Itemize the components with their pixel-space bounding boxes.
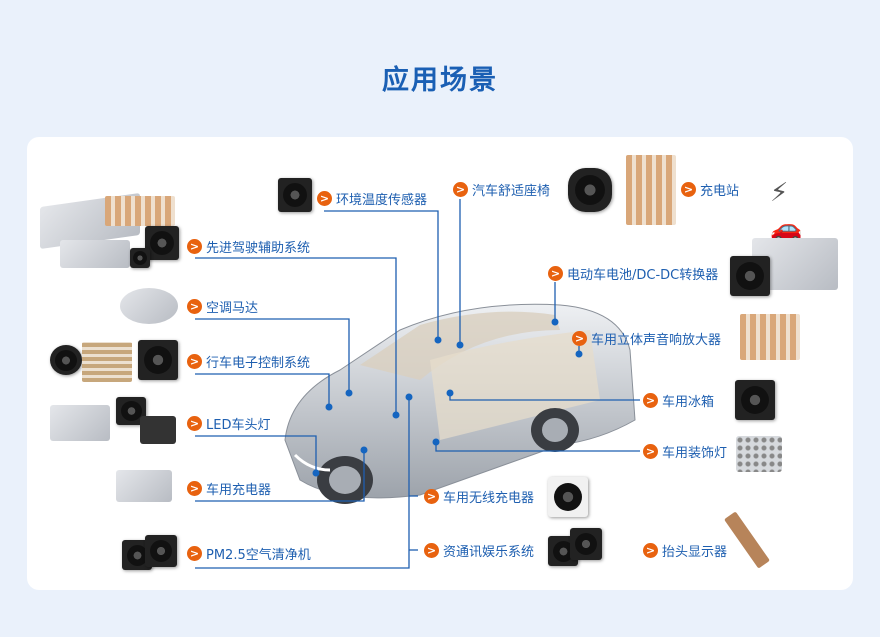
adas-fan-small-image	[130, 248, 150, 268]
label-infotainment[interactable]: >资通讯娱乐系统	[424, 541, 535, 560]
label-pm25-purifier[interactable]: >PM2.5空气清净机	[187, 544, 311, 563]
infotainment-fan-image-1	[548, 536, 578, 566]
infotainment-fan-image-2	[570, 528, 602, 560]
ecu-fan-image	[138, 340, 178, 380]
ecu-blower-image	[50, 345, 82, 375]
charging-station-icon: ⚡🚗	[770, 178, 803, 244]
label-text: LED车头灯	[206, 417, 271, 433]
chevron-right-icon: >	[187, 353, 202, 369]
label-led-headlight[interactable]: >LED车头灯	[187, 414, 271, 433]
label-text: 车用充电器	[206, 482, 272, 498]
chevron-right-icon: >	[187, 480, 202, 496]
label-car-charger[interactable]: >车用充电器	[187, 479, 272, 498]
label-text: 充电站	[700, 183, 740, 199]
fridge-fan-image	[735, 380, 775, 420]
chevron-right-icon: >	[548, 265, 563, 281]
ac-motor-image	[120, 288, 178, 324]
label-text: 车用装饰灯	[662, 445, 728, 461]
chevron-right-icon: >	[424, 488, 439, 504]
page-title: 应用场景	[382, 65, 498, 96]
label-text: 车用无线充电器	[443, 490, 535, 506]
label-hud[interactable]: >抬头显示器	[643, 541, 728, 560]
chevron-right-icon: >	[643, 542, 658, 558]
label-text: 先进驾驶辅助系统	[206, 240, 311, 256]
label-text: 资通讯娱乐系统	[443, 544, 535, 560]
seat-heater-image	[626, 155, 676, 225]
decor-light-image	[736, 436, 782, 472]
label-env-temp-sensor[interactable]: >环境温度传感器	[317, 189, 428, 208]
chevron-right-icon: >	[643, 443, 658, 459]
label-text: 电动车电池/DC-DC转换器	[567, 267, 719, 283]
label-text: 空调马达	[206, 300, 259, 316]
charger-heatsink-image	[116, 470, 172, 502]
adas-bracket-image	[60, 240, 130, 268]
chevron-right-icon: >	[187, 238, 202, 254]
label-text: 环境温度传感器	[336, 192, 428, 208]
chevron-right-icon: >	[187, 415, 202, 431]
label-text: 抬头显示器	[662, 544, 728, 560]
adas-fan-image	[145, 226, 179, 260]
chevron-right-icon: >	[572, 330, 587, 346]
chevron-right-icon: >	[317, 190, 332, 206]
label-comfort-seat[interactable]: >汽车舒适座椅	[453, 180, 551, 199]
label-adas[interactable]: >先进驾驶辅助系统	[187, 237, 311, 256]
label-text: 行车电子控制系统	[206, 355, 311, 371]
label-wireless-charger[interactable]: >车用无线充电器	[424, 487, 535, 506]
label-ecu[interactable]: >行车电子控制系统	[187, 352, 311, 371]
ecu-heatsink-image	[82, 342, 132, 382]
chevron-right-icon: >	[187, 545, 202, 561]
wireless-charger-blower-image	[548, 477, 588, 517]
label-car-fridge[interactable]: >车用冰箱	[643, 391, 715, 410]
seat-blower-image	[568, 168, 612, 212]
led-module-image	[140, 416, 176, 444]
amplifier-image	[740, 314, 800, 360]
chevron-right-icon: >	[681, 181, 696, 197]
pm25-fan-image-2	[145, 535, 177, 567]
label-ac-motor[interactable]: >空调马达	[187, 297, 259, 316]
label-text: 车用立体声音响放大器	[591, 332, 722, 348]
label-text: 汽车舒适座椅	[472, 183, 551, 199]
chevron-right-icon: >	[643, 392, 658, 408]
label-text: 车用冰箱	[662, 394, 715, 410]
led-heatsink-image	[50, 405, 110, 441]
label-text: PM2.5空气清净机	[206, 547, 311, 563]
battery-fan-image	[730, 256, 770, 296]
chevron-right-icon: >	[187, 298, 202, 314]
label-ev-battery-dcdc[interactable]: >电动车电池/DC-DC转换器	[548, 264, 719, 283]
chevron-right-icon: >	[424, 542, 439, 558]
label-decor-light[interactable]: >车用装饰灯	[643, 442, 728, 461]
chevron-right-icon: >	[453, 181, 468, 197]
label-charging-station[interactable]: >充电站	[681, 180, 740, 199]
adas-pcb-image	[105, 196, 175, 226]
label-stereo-amplifier[interactable]: >车用立体声音响放大器	[572, 329, 722, 348]
env-sensor-fan-image	[278, 178, 312, 212]
